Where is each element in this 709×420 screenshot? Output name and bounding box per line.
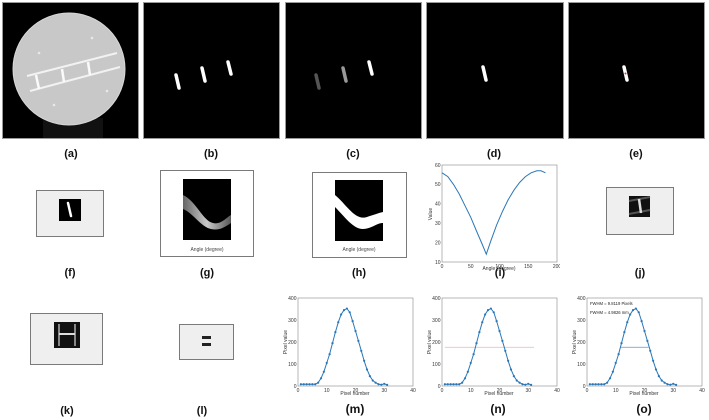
- svg-text:10: 10: [324, 388, 330, 394]
- svg-text:20: 20: [642, 388, 648, 394]
- threshold-image: Angle (degree): [335, 180, 383, 253]
- svg-text:0: 0: [297, 388, 300, 394]
- chart-o-ylabel: Pixel value: [572, 330, 578, 354]
- svg-text:20: 20: [353, 388, 359, 394]
- svg-text:300: 300: [577, 318, 586, 324]
- panel-h-threshold-sinogram: Angle (degree): [312, 172, 407, 258]
- svg-text:30: 30: [381, 388, 387, 394]
- svg-text:30: 30: [525, 388, 531, 394]
- svg-text:100: 100: [432, 362, 441, 368]
- svg-text:200: 200: [577, 340, 586, 346]
- bars-image: [174, 60, 233, 90]
- svg-text:200: 200: [432, 340, 441, 346]
- panel-l-label: (l): [196, 405, 208, 417]
- panel-h-label: (h): [351, 267, 367, 279]
- svg-text:0: 0: [586, 388, 589, 394]
- chart-m-ylabel: Pixel value: [283, 330, 289, 354]
- svg-text:0: 0: [438, 384, 441, 390]
- svg-text:40: 40: [554, 388, 560, 394]
- panel-a-ct-image: [2, 2, 139, 139]
- svg-text:0: 0: [441, 264, 444, 270]
- roi-image: [59, 199, 81, 221]
- panel-c-label: (c): [346, 148, 360, 160]
- sinogram-image: Angle (degree): [183, 179, 231, 253]
- svg-text:100: 100: [577, 362, 586, 368]
- threshold-xlabel: Angle (degree): [342, 247, 375, 253]
- panel-i-label: (i): [494, 267, 506, 279]
- svg-text:30: 30: [435, 221, 441, 227]
- svg-text:0: 0: [441, 388, 444, 394]
- svg-text:10: 10: [613, 388, 619, 394]
- panel-b-label: (b): [203, 148, 219, 160]
- roi-image: [628, 196, 651, 217]
- chart-n-xlabel: Pixel number: [484, 391, 514, 397]
- panel-b-segmented-bars: [143, 2, 280, 139]
- profile-region-image: [202, 336, 211, 346]
- svg-text:150: 150: [524, 264, 533, 270]
- svg-text:40: 40: [699, 388, 705, 394]
- svg-text:0: 0: [583, 384, 586, 390]
- svg-text:300: 300: [432, 318, 441, 324]
- svg-text:50: 50: [435, 182, 441, 188]
- svg-text:60: 60: [435, 163, 441, 169]
- svg-text:400: 400: [577, 296, 586, 302]
- fwhm-pixels-annotation: FWHM = 9.8119 Pixels: [590, 301, 633, 306]
- svg-text:300: 300: [288, 318, 297, 324]
- chart-o-xlabel: Pixel number: [629, 391, 659, 397]
- svg-text:40: 40: [410, 388, 416, 394]
- panel-k-aligned-roi: [30, 313, 103, 365]
- svg-text:40: 40: [435, 202, 441, 208]
- panel-c-intensity-bars: [285, 2, 422, 139]
- svg-text:10: 10: [435, 260, 441, 266]
- panel-f-label: (f): [64, 267, 76, 279]
- chart-i-ylabel: Value: [428, 208, 434, 221]
- panel-n-label: (n): [490, 402, 506, 416]
- panel-m-label: (m): [345, 402, 365, 416]
- panel-j-label: (j): [634, 267, 646, 279]
- svg-text:400: 400: [288, 296, 297, 302]
- panel-d-label: (d): [486, 148, 502, 160]
- svg-text:20: 20: [497, 388, 503, 394]
- fwhm-mm-annotation: FWHM = 4.9826 mm: [590, 310, 629, 315]
- svg-text:0: 0: [294, 384, 297, 390]
- svg-text:30: 30: [670, 388, 676, 394]
- bars-image: [314, 60, 374, 90]
- panel-g-label: (g): [199, 267, 215, 279]
- panel-k-label: (k): [60, 405, 74, 417]
- svg-text:200: 200: [288, 340, 297, 346]
- phantom-image: [12, 12, 126, 138]
- panel-d-selected-bar: [426, 2, 564, 139]
- svg-text:20: 20: [435, 240, 441, 246]
- panel-a-label: (a): [64, 148, 78, 160]
- svg-text:200: 200: [553, 264, 560, 270]
- roi-image: [54, 322, 80, 348]
- sinogram-xlabel: Angle (degree): [190, 247, 223, 253]
- bar-image: [481, 65, 488, 82]
- panel-g-sinogram: Angle (degree): [160, 170, 254, 257]
- chart-n-ylabel: Pixel value: [427, 330, 433, 354]
- center-point-icon: [624, 72, 627, 75]
- bar-image: [622, 65, 629, 82]
- panel-f-roi: [36, 190, 104, 237]
- panel-o-label: (o): [636, 402, 652, 416]
- svg-text:50: 50: [468, 264, 474, 270]
- svg-text:100: 100: [288, 362, 297, 368]
- panel-e-label: (e): [629, 148, 643, 160]
- chart-i-xlabel: Angle (degree): [482, 266, 515, 272]
- svg-text:100: 100: [495, 264, 504, 270]
- panel-e-bar-center: [568, 2, 705, 139]
- svg-text:10: 10: [468, 388, 474, 394]
- panel-j-rotated-roi: [606, 187, 674, 235]
- chart-m-xlabel: Pixel number: [340, 391, 370, 397]
- svg-text:400: 400: [432, 296, 441, 302]
- panel-l-profile-region: [179, 324, 234, 360]
